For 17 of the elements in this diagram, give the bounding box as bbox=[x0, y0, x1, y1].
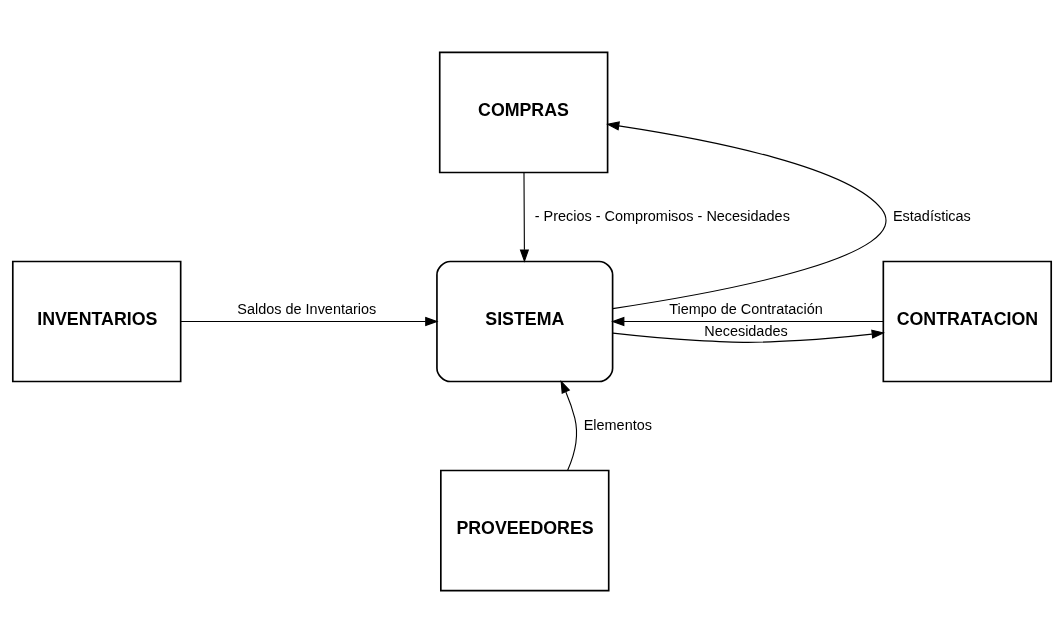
arrow bbox=[560, 380, 578, 471]
node-box: PROVEEDORES bbox=[440, 469, 610, 592]
arrow bbox=[519, 172, 530, 263]
node-box: COMPRAS bbox=[438, 51, 609, 174]
edge-label: Elementos bbox=[583, 416, 652, 433]
edge-label: Estadísticas bbox=[892, 207, 971, 224]
arrow bbox=[180, 316, 439, 327]
node-box: SISTEMA bbox=[436, 260, 614, 383]
edge-label: Necesidades bbox=[704, 323, 788, 340]
edge-label: - Precios - Compromisos - Necesidades bbox=[534, 207, 790, 224]
node-box: CONTRATACION bbox=[882, 260, 1053, 383]
arrow bbox=[611, 316, 884, 327]
arrow bbox=[606, 121, 887, 310]
edge-label: Tiempo de Contratación bbox=[669, 301, 823, 318]
node-box: INVENTARIOS bbox=[11, 260, 182, 383]
edge-label: Saldos de Inventarios bbox=[237, 301, 377, 318]
arrow bbox=[612, 329, 885, 343]
